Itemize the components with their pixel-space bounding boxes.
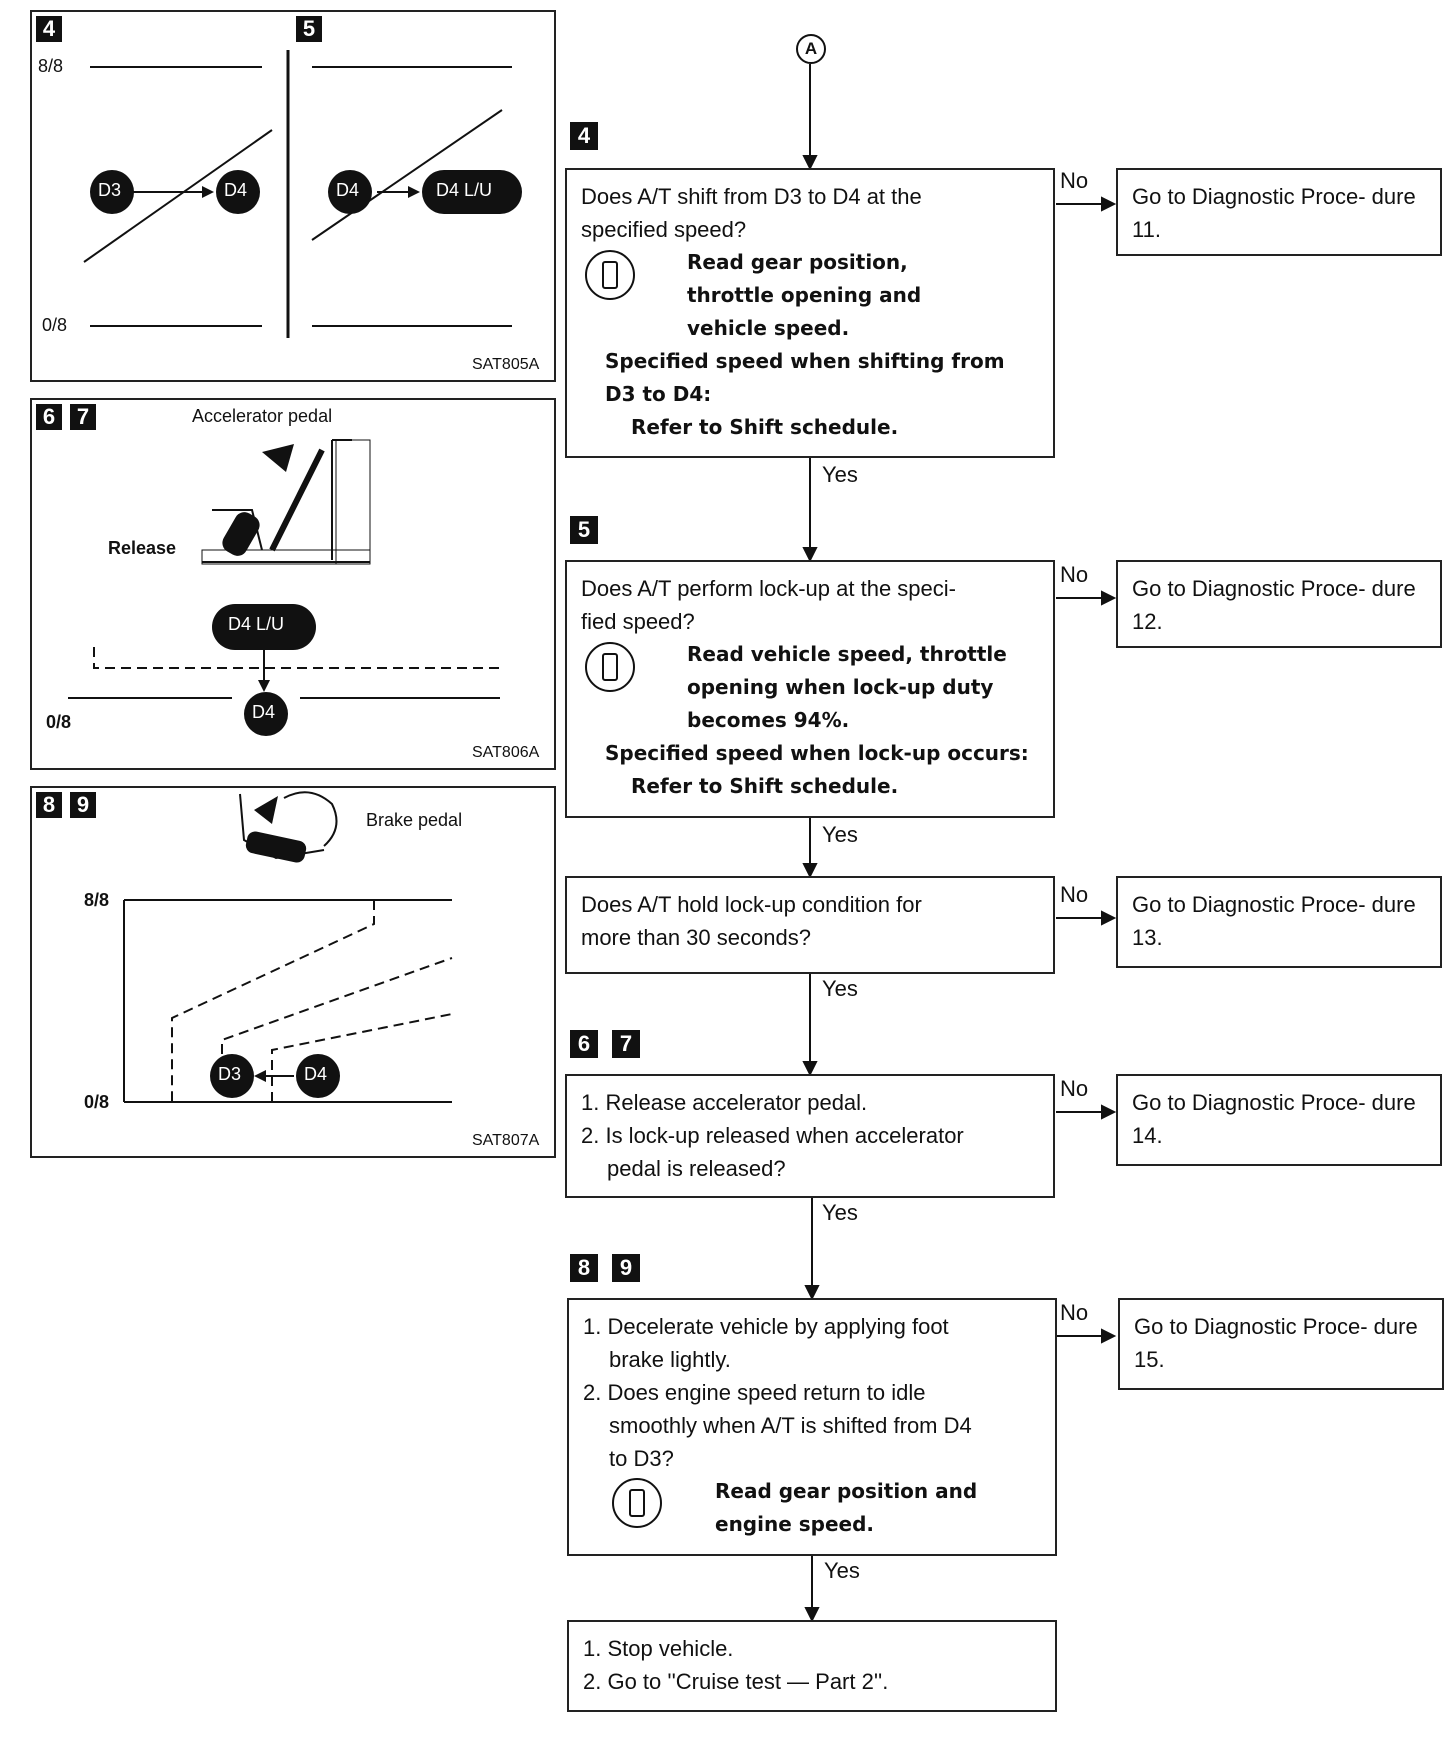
figure-code: SAT807A [472, 1132, 540, 1149]
figure-title: Accelerator pedal [192, 406, 333, 426]
gear-label: D4 [252, 702, 276, 722]
branch-yes-label: Yes [822, 976, 858, 1001]
step-marker: 5 [570, 516, 612, 544]
step-badge: 7 [70, 404, 96, 430]
figure-title: Brake pedal [366, 810, 463, 830]
list-line: 1. Decelerate vehicle by applying foot [583, 1314, 949, 1339]
instruction-line: vehicle speed. [687, 316, 850, 340]
list-line: 2. Go to ''Cruise test — Part 2''. [583, 1669, 889, 1694]
list-line: 2. Is lock-up released when accelerator [581, 1123, 964, 1148]
procedure-box-13: Go to Diagnostic Proce- dure 13. [1116, 876, 1442, 968]
figure-shift-d3-d4: 4 5 8/8 0/8 D3 D4 D4 D4 L/U SAT805A [30, 10, 556, 382]
step-marker: 4 [570, 122, 612, 150]
list-line: smoothly when A/T is shifted from D4 [609, 1413, 972, 1438]
branch-yes-label: Yes [822, 462, 858, 487]
step-badge: 6 [36, 404, 62, 430]
list-line: 2. Does engine speed return to idle [583, 1380, 926, 1405]
decision-box-lock-up: Does A/T perform lock-up at the speci- f… [565, 560, 1055, 818]
step-badge: 8 [36, 792, 62, 818]
instruction-line: becomes 94%. [687, 708, 850, 732]
procedure-box-11: Go to Diagnostic Proce- dure 11. [1116, 168, 1442, 256]
y-axis-top-label: 8/8 [38, 56, 64, 76]
step-badge: 4 [36, 16, 62, 42]
instruction-line: Read gear position, [687, 250, 908, 274]
brake-diagram-svg [123, 791, 453, 1103]
decision-box-hold-lock-up: Does A/T hold lock-up condition for more… [565, 876, 1055, 974]
question-line: Does A/T hold lock-up condition for [581, 892, 922, 917]
procedure-box-14: Go to Diagnostic Proce- dure 14. [1116, 1074, 1442, 1166]
gear-label: D4 [304, 1064, 328, 1084]
instruction-line: engine speed. [715, 1512, 875, 1536]
instruction-line: Refer to Shift schedule. [631, 415, 899, 439]
instruction-line: Read gear position and [715, 1479, 978, 1503]
shift-diagram-svg [83, 50, 522, 338]
figure-accelerator-release: 6 7 Accelerator pedal Release D4 L/U D4 … [30, 398, 556, 770]
step-badge: 5 [296, 16, 322, 42]
figure-code: SAT805A [472, 356, 540, 373]
instruction-line: throttle opening and [687, 283, 922, 307]
gear-label: D4 L/U [228, 614, 285, 634]
branch-no-label: No [1060, 1300, 1089, 1325]
branch-yes-label: Yes [822, 822, 858, 847]
question-line: specified speed? [581, 217, 747, 242]
list-line: 1. Stop vehicle. [583, 1636, 734, 1661]
figure-code: SAT806A [472, 744, 540, 761]
question-line: Does A/T shift from D3 to D4 at the [581, 184, 922, 209]
connector-anchor: A [796, 34, 826, 64]
final-action-box: 1. Stop vehicle. 2. Go to ''Cruise test … [567, 1620, 1057, 1712]
instruction-line: Specified speed when shifting from [605, 349, 1005, 373]
instruction-line: Specified speed when lock-up occurs: [605, 741, 1029, 765]
instruction-line: Read vehicle speed, throttle [687, 642, 1007, 666]
y-axis-bottom-label: 0/8 [42, 315, 68, 335]
branch-no-label: No [1060, 562, 1089, 587]
procedure-box-12: Go to Diagnostic Proce- dure 12. [1116, 560, 1442, 648]
list-line: to D3? [609, 1446, 674, 1471]
question-line: more than 30 seconds? [581, 925, 811, 950]
procedure-box-15: Go to Diagnostic Proce- dure 15. [1118, 1298, 1444, 1390]
instruction-line: D3 to D4: [605, 382, 712, 406]
list-line: pedal is released? [607, 1156, 786, 1181]
list-line: brake lightly. [609, 1347, 731, 1372]
list-line: 1. Release accelerator pedal. [581, 1090, 868, 1115]
branch-no-label: No [1060, 168, 1089, 193]
consult-monitor-icon [612, 1478, 662, 1528]
gear-label: D4 [336, 180, 360, 200]
consult-monitor-icon [585, 250, 635, 300]
instruction-line: opening when lock-up duty [687, 675, 994, 699]
figure-brake-downshift: 8 9 Brake pedal 8/8 0/8 D3 D4 SAT807A [30, 786, 556, 1158]
gear-label: D3 [218, 1064, 242, 1084]
branch-no-label: No [1060, 882, 1089, 907]
branch-yes-label: Yes [822, 1200, 858, 1225]
gear-label: D3 [98, 180, 122, 200]
y-axis-bottom-label: 0/8 [84, 1092, 110, 1112]
decision-box-release-accelerator: 1. Release accelerator pedal. 2. Is lock… [565, 1074, 1055, 1198]
consult-monitor-icon [585, 642, 635, 692]
release-label: Release [108, 538, 177, 558]
question-line: fied speed? [581, 609, 695, 634]
step-badge: 9 [70, 792, 96, 818]
gear-label: D4 L/U [436, 180, 493, 200]
question-line: Does A/T perform lock-up at the speci- [581, 576, 956, 601]
accelerator-diagram-svg [68, 439, 502, 736]
y-axis-top-label: 8/8 [84, 890, 110, 910]
branch-yes-label: Yes [824, 1558, 860, 1583]
y-axis-bottom-label: 0/8 [46, 712, 72, 732]
instruction-line: Refer to Shift schedule. [631, 774, 899, 798]
decision-box-shift-d3-d4: Does A/T shift from D3 to D4 at the spec… [565, 168, 1055, 458]
branch-no-label: No [1060, 1076, 1089, 1101]
gear-label: D4 [224, 180, 248, 200]
